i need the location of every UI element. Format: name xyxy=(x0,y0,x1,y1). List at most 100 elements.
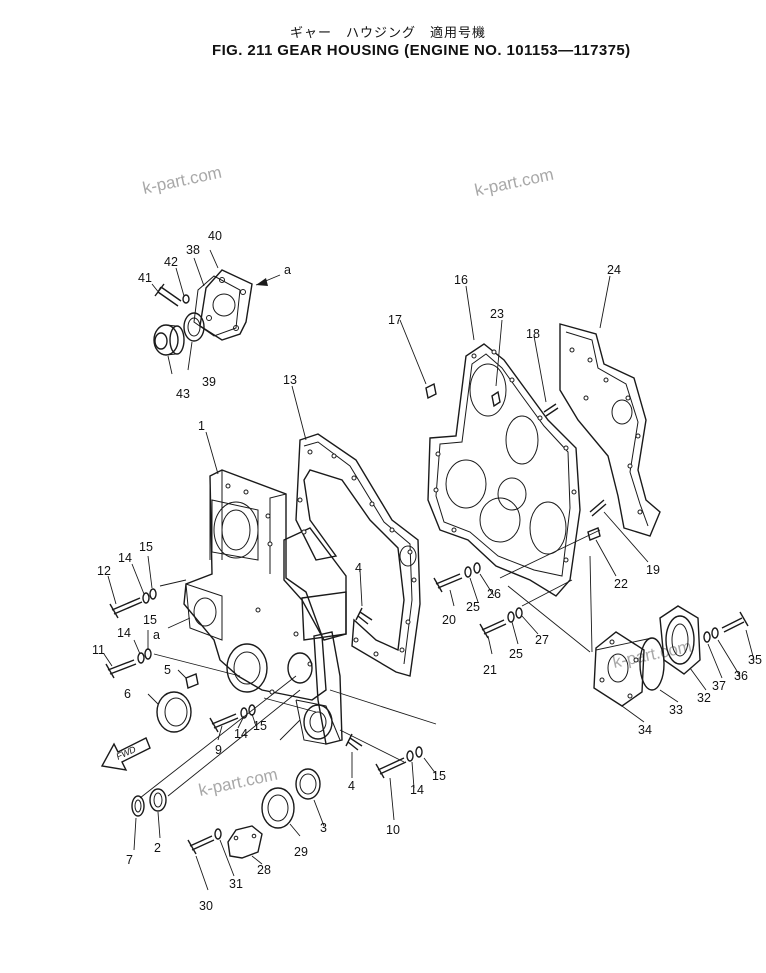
bolt-12 xyxy=(109,597,143,619)
watermark-bottom-left: k-part.com xyxy=(197,765,279,800)
callout-14-a: 14 xyxy=(118,551,132,565)
cover-28 xyxy=(227,825,263,859)
callout-29: 29 xyxy=(294,845,308,859)
callout-15-b: 15 xyxy=(143,613,157,627)
callout-31: 31 xyxy=(229,877,243,891)
bolt-11 xyxy=(105,659,137,679)
callout-30: 30 xyxy=(199,899,213,913)
callout-23: 23 xyxy=(490,307,504,321)
washer-14-b xyxy=(137,652,145,664)
callout-22: 22 xyxy=(614,577,628,591)
view-arrow-a-top: a xyxy=(255,263,291,286)
callout-1: 1 xyxy=(198,419,205,433)
view-arrow-a-left: a xyxy=(153,617,191,642)
callout-19: 19 xyxy=(646,563,660,577)
washer-14-a xyxy=(142,592,150,604)
callout-17: 17 xyxy=(388,313,402,327)
washer-31 xyxy=(214,828,222,840)
callout-25-a: 25 xyxy=(466,600,480,614)
bolt-4-upper xyxy=(355,607,373,625)
washer-42 xyxy=(182,294,190,304)
callout-32: 32 xyxy=(697,691,711,705)
bolt-4-lower xyxy=(345,733,363,751)
washer-15-d xyxy=(415,746,423,758)
callout-5: 5 xyxy=(164,663,171,677)
bearing-2 xyxy=(149,788,167,812)
gasket-13 xyxy=(295,433,421,677)
bolt-21 xyxy=(479,619,507,639)
front-cover-bracket xyxy=(283,527,347,745)
callout-2: 2 xyxy=(154,841,161,855)
stud-18 xyxy=(543,403,559,417)
callout-15-d: 15 xyxy=(432,769,446,783)
watermark-top-right: k-part.com xyxy=(473,165,555,200)
bolt-41 xyxy=(154,283,182,307)
callout-24: 24 xyxy=(607,263,621,277)
watermark-right: k-part.com xyxy=(611,637,693,672)
callout-9: 9 xyxy=(215,743,222,757)
callout-15-c: 15 xyxy=(253,719,267,733)
plug-17 xyxy=(425,382,437,400)
callout-3: 3 xyxy=(320,821,327,835)
leader-lines xyxy=(103,249,755,891)
callout-18: 18 xyxy=(526,327,540,341)
callout-25-b: 25 xyxy=(509,647,523,661)
bolt-35 xyxy=(721,611,749,633)
callout-34: 34 xyxy=(638,723,652,737)
washer-14-c xyxy=(240,707,248,719)
callout-12: 12 xyxy=(97,564,111,578)
washer-37 xyxy=(703,631,711,643)
callout-43: 43 xyxy=(176,387,190,401)
callout-6: 6 xyxy=(124,687,131,701)
gasket-34 xyxy=(593,631,645,707)
callout-40: 40 xyxy=(208,229,222,243)
washer-25-b xyxy=(507,611,515,623)
timing-cover-16 xyxy=(427,343,581,597)
forward-direction-arrow: FWD xyxy=(100,737,151,771)
bolt-30 xyxy=(187,835,215,855)
callout-14-b: 14 xyxy=(117,626,131,640)
seal-43 xyxy=(153,324,185,356)
view-ref-label: a xyxy=(284,263,291,277)
callout-36: 36 xyxy=(734,669,748,683)
callout-26: 26 xyxy=(487,587,501,601)
washer-15-b xyxy=(144,648,152,660)
callout-37: 37 xyxy=(712,679,726,693)
header-subtitle-japanese: ギャー ハウジング 適用号機 xyxy=(290,26,487,41)
callout-35: 35 xyxy=(748,653,762,667)
watermark-top-left: k-part.com xyxy=(141,163,223,198)
dowel-22 xyxy=(587,527,601,541)
gasket-24 xyxy=(559,323,661,537)
callout-15-a: 15 xyxy=(139,540,153,554)
callout-41: 41 xyxy=(138,271,152,285)
oil-seal-39 xyxy=(183,312,205,342)
callout-27: 27 xyxy=(535,633,549,647)
seal-3 xyxy=(295,768,321,800)
washer-25-a xyxy=(464,566,472,578)
callout-14-d: 14 xyxy=(410,783,424,797)
washer-26 xyxy=(473,562,481,574)
cover-32 xyxy=(659,605,701,675)
callout-4-a: 4 xyxy=(355,561,362,575)
gasket-29 xyxy=(261,787,295,829)
washer-36 xyxy=(711,627,719,639)
callout-39: 39 xyxy=(202,375,216,389)
callout-13: 13 xyxy=(283,373,297,387)
gasket-38 xyxy=(193,275,241,337)
callout-16: 16 xyxy=(454,273,468,287)
callout-7: 7 xyxy=(126,853,133,867)
view-ref-label-left: a xyxy=(153,628,160,642)
seal-7 xyxy=(131,795,145,817)
callout-21: 21 xyxy=(483,663,497,677)
oil-seal-6 xyxy=(156,691,192,733)
plug-5 xyxy=(185,673,199,689)
callout-11: 11 xyxy=(92,643,105,657)
gear-housing-1 xyxy=(183,469,327,701)
stud-19 xyxy=(589,499,607,517)
callout-33: 33 xyxy=(669,703,683,717)
callout-20: 20 xyxy=(442,613,456,627)
callout-14-c: 14 xyxy=(234,727,248,741)
bolt-20 xyxy=(433,573,463,593)
